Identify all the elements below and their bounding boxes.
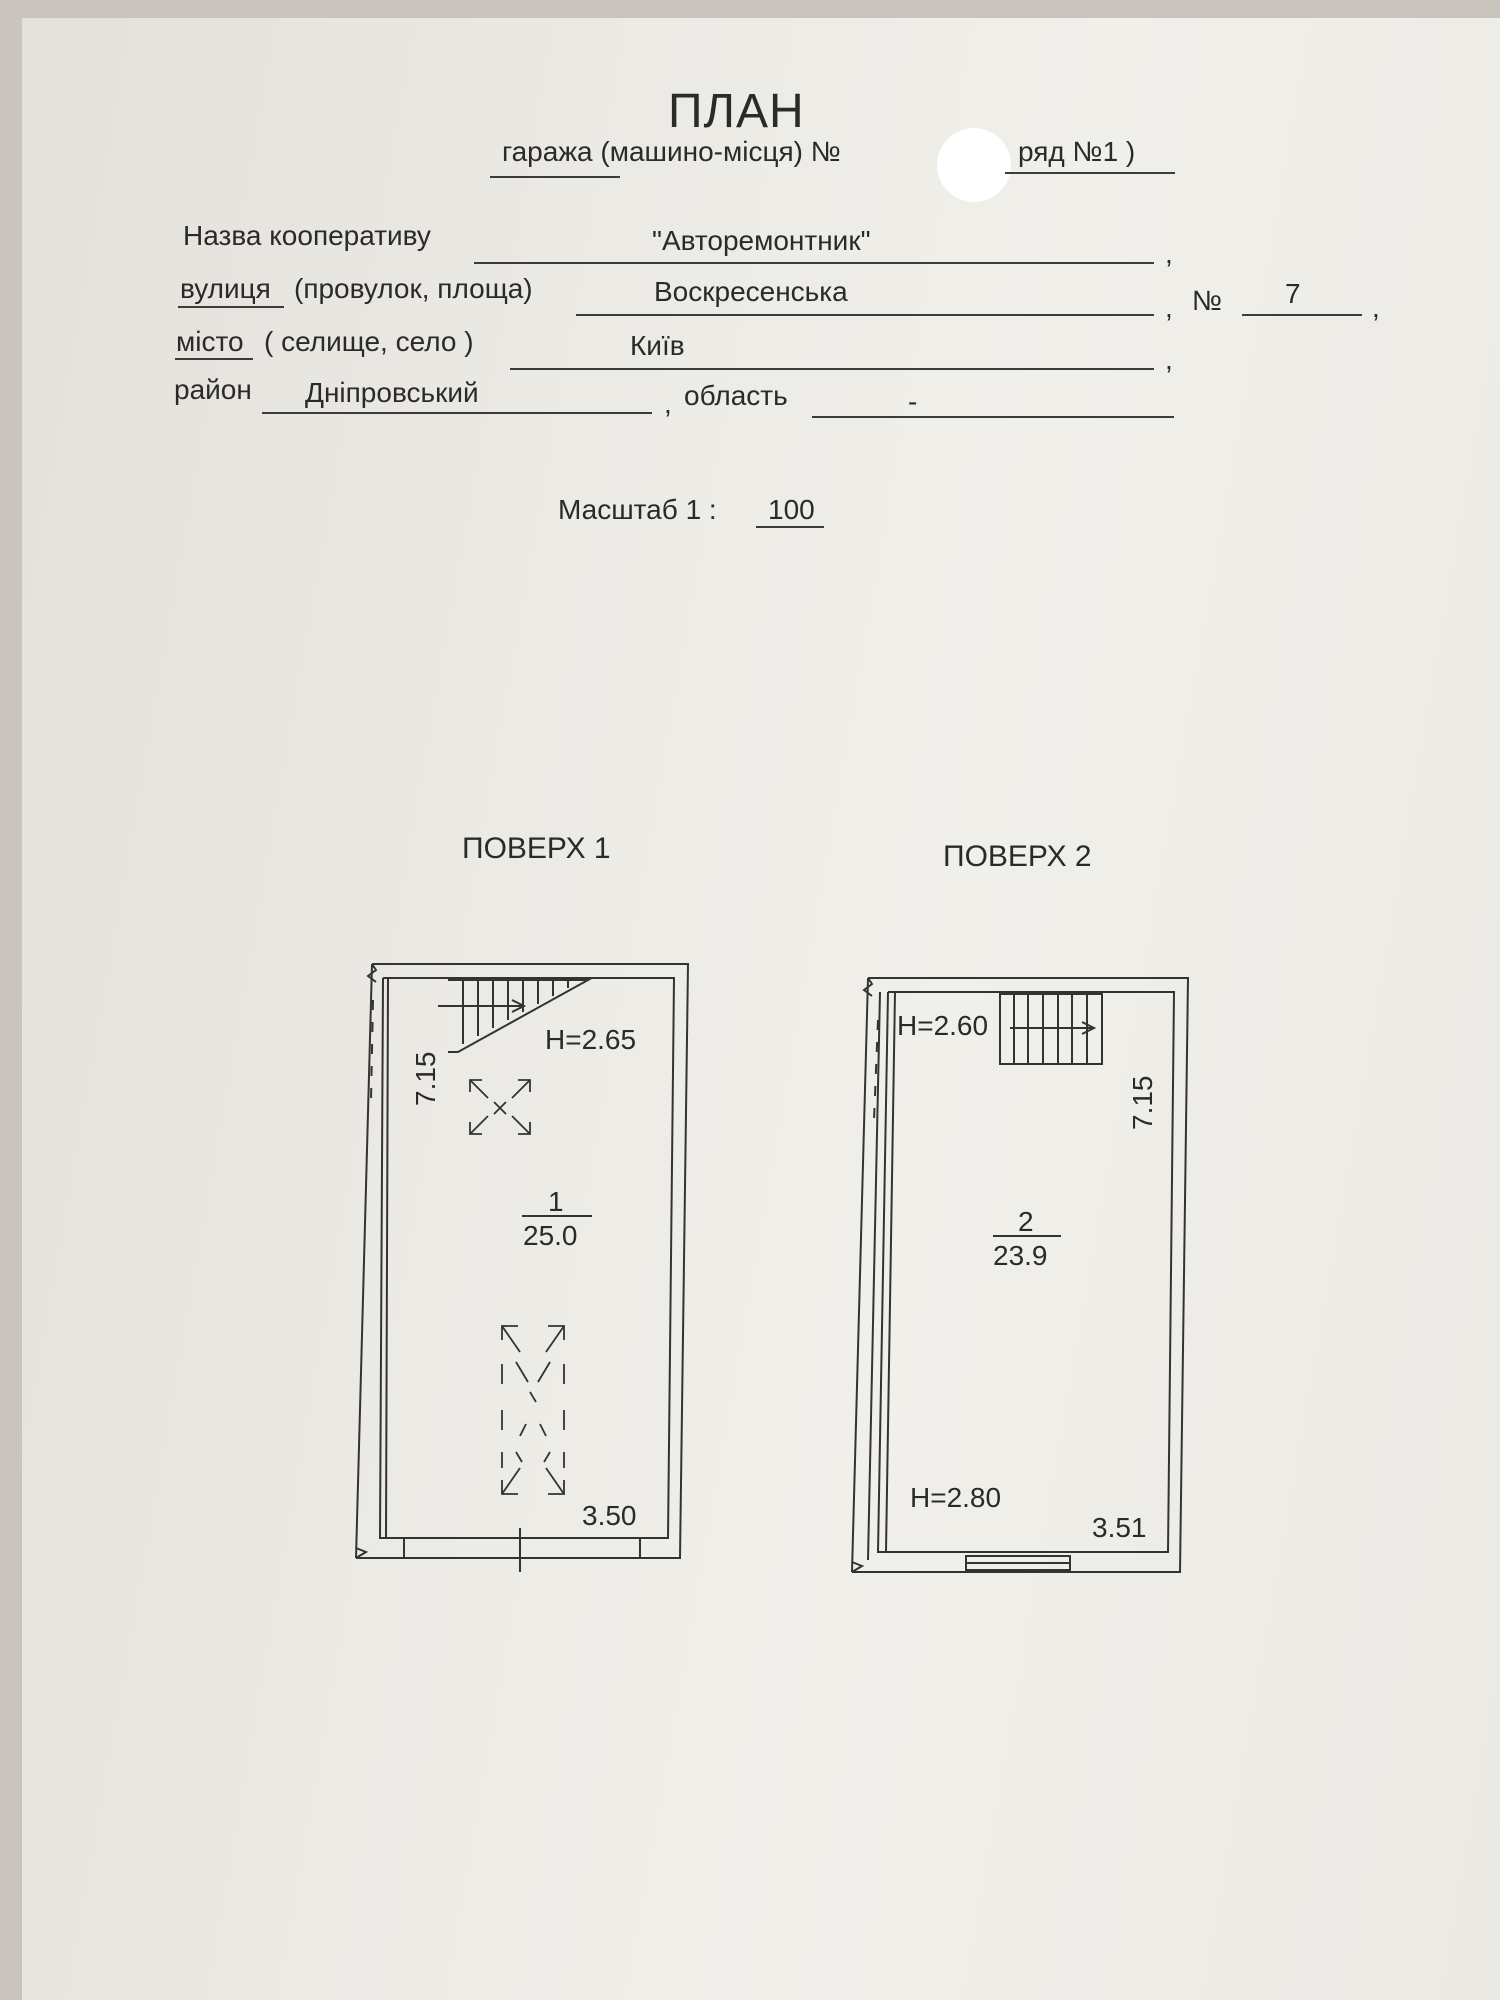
- city-label-underline: [175, 358, 253, 360]
- district-comma: ,: [664, 388, 672, 419]
- floor-2-width: 3.51: [1092, 1512, 1147, 1543]
- coop-label: Назва кооперативу: [183, 220, 431, 251]
- floor-1-room-area: 25.0: [523, 1220, 578, 1251]
- city-underline: [510, 368, 1154, 370]
- floor-1-walls: [355, 963, 690, 1572]
- floor-2-walls: [851, 977, 1190, 1573]
- region-label: область: [684, 380, 788, 411]
- street-value: Воскресенська: [654, 276, 848, 307]
- floor-1-room-number: 1: [548, 1186, 564, 1217]
- redaction-mark: [937, 128, 1011, 202]
- floor-2-room-number: 2: [1018, 1206, 1034, 1237]
- district-label: район: [174, 374, 252, 405]
- number-underline: [1242, 314, 1362, 316]
- floor-2-room-area: 23.9: [993, 1240, 1048, 1271]
- scale-underline: [756, 526, 824, 528]
- street-comma: ,: [1165, 292, 1173, 323]
- floor-2-length: 7.15: [1127, 1075, 1158, 1131]
- floor-1-opening-marker: [469, 1079, 531, 1135]
- floor-1-length: 7.15: [410, 1051, 441, 1107]
- floor-1-width: 3.50: [582, 1500, 637, 1531]
- street-label-underline: [178, 306, 284, 308]
- street-label: вулиця: [180, 273, 271, 304]
- floor-1-label: ПОВЕРХ 1: [462, 832, 611, 865]
- district-underline: [262, 412, 652, 414]
- scale-value: 100: [768, 494, 815, 525]
- floor-1-height: H=2.65: [545, 1024, 637, 1055]
- number-value: 7: [1285, 278, 1301, 309]
- region-underline: [812, 416, 1174, 418]
- city-comma: ,: [1165, 344, 1173, 375]
- subtitle-underline-left: [490, 176, 620, 178]
- floor-2-height-bottom: H=2.80: [910, 1482, 1002, 1513]
- region-value: -: [908, 386, 918, 417]
- coop-value: "Авторемонтник": [652, 225, 871, 256]
- subtitle-row: ряд №1 ): [1018, 136, 1136, 167]
- floor-2-stair: [999, 993, 1103, 1065]
- floor-1-stair: [438, 979, 592, 1053]
- floor-1-inspection-pit: [501, 1325, 565, 1495]
- street-label-alt: (провулок, площа): [294, 273, 533, 304]
- city-label: місто: [176, 326, 244, 357]
- coop-underline: [474, 262, 1154, 264]
- city-value: Київ: [630, 330, 685, 361]
- floor-2-label: ПОВЕРХ 2: [943, 840, 1092, 873]
- document-sheet: [22, 18, 1500, 2000]
- city-label-alt: ( селище, село ): [264, 326, 474, 357]
- number-comma: ,: [1372, 292, 1380, 323]
- floor-2-height-top: H=2.60: [897, 1010, 989, 1041]
- street-underline: [576, 314, 1154, 316]
- district-value: Дніпровський: [305, 377, 479, 408]
- page-title: ПЛАН: [668, 85, 805, 138]
- subtitle-garage: гаража (машино-місця) №: [502, 136, 841, 167]
- subtitle-underline-right: [1005, 172, 1175, 174]
- coop-comma: ,: [1165, 238, 1173, 269]
- scale-label: Масштаб 1 :: [558, 494, 717, 525]
- number-label: №: [1192, 285, 1223, 316]
